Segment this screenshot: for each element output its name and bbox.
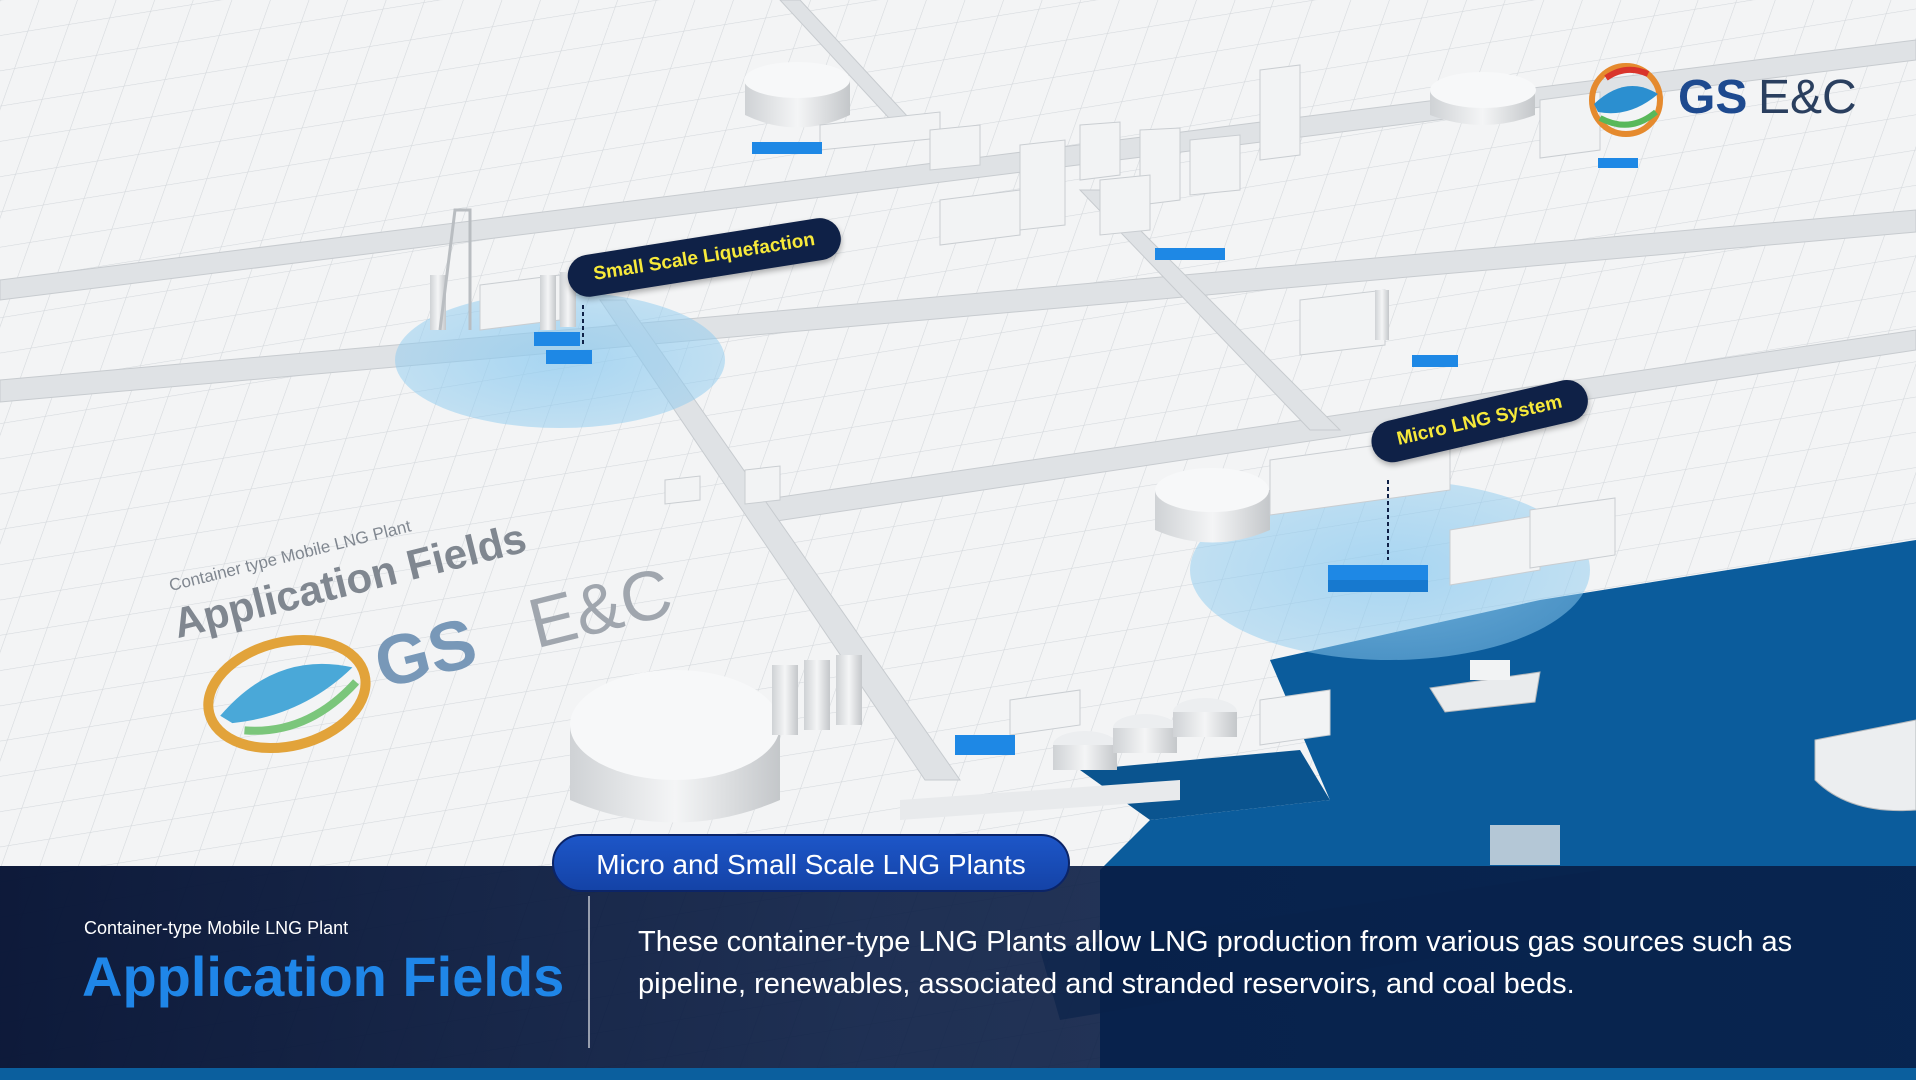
gs-ec-logo: GS E&C <box>1586 56 1857 146</box>
top-logo-gs: GS <box>1678 71 1748 124</box>
banner-divider <box>588 896 590 1048</box>
banner-pill: Micro and Small Scale LNG Plants <box>552 834 1070 892</box>
banner-description-line-1: These container-type LNG Plants allow LN… <box>638 926 1793 958</box>
pier <box>900 780 1180 820</box>
banner-subtitle: Container-type Mobile LNG Plant <box>84 918 349 938</box>
lng-containers <box>534 142 1638 755</box>
banner-description-line-2: pipeline, renewables, associated and str… <box>638 968 1575 1000</box>
banner-strip <box>0 1068 1916 1080</box>
ground-logo-swoosh <box>203 634 371 754</box>
banner-title: Application Fields <box>82 945 565 1008</box>
lattice-tower <box>438 208 472 331</box>
lower-third-banner <box>0 866 1916 1080</box>
top-logo-ec: E&C <box>1758 71 1857 124</box>
gs-logo-icon <box>1589 63 1663 137</box>
storage-tanks <box>570 62 1536 823</box>
